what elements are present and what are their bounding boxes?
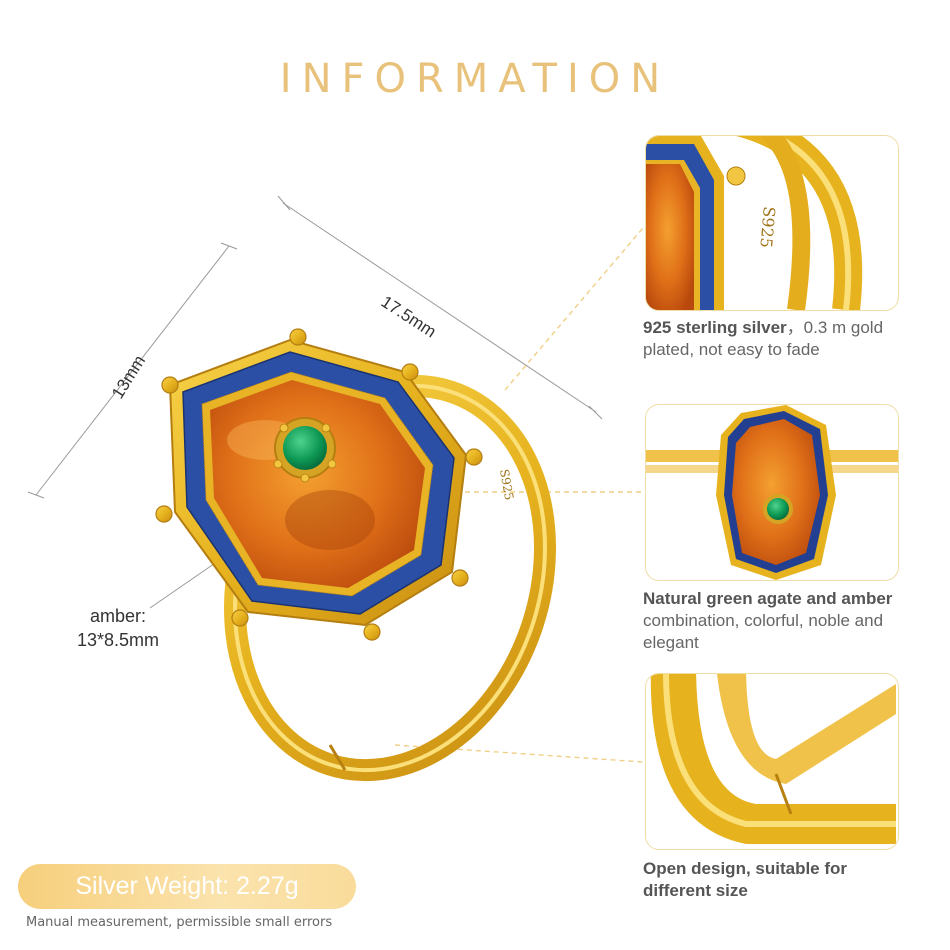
feature-open-text: Open design, suitable for different size: [643, 858, 913, 902]
ring-stamp: S925: [497, 468, 516, 501]
feature-silver-bold: 925 sterling silver: [643, 318, 787, 337]
callout-lines: [375, 227, 644, 763]
ring-head-art: [155, 328, 483, 641]
measurement-note: Manual measurement, permissible small er…: [26, 915, 333, 930]
detail-image-silver: S925: [645, 135, 899, 311]
stones-closeup-art: [646, 405, 898, 580]
feature-stones-rest: combination, colorful, noble and elegant: [643, 611, 884, 652]
open-band-art: [650, 674, 896, 844]
page-title: INFORMATION: [279, 56, 671, 102]
closeup-stamp: S925: [756, 206, 779, 249]
amber-label-line2: 13*8.5mm: [76, 630, 160, 650]
feature-stones-text: Natural green agate and amber combinatio…: [643, 588, 913, 654]
feature-stones-bold: Natural green agate and amber: [643, 589, 893, 608]
feature-silver-text: 925 sterling silver，0.3 m gold plated, n…: [643, 317, 913, 361]
amber-label-line1: amber:: [89, 606, 147, 626]
dimension-lines: [27, 195, 603, 499]
detail-image-stones: [645, 404, 899, 581]
feature-open-bold: Open design, suitable for different size: [643, 859, 848, 900]
feature-silver-rest: ，0.3 m gold plated, not easy to fade: [643, 318, 884, 359]
silver-weight-badge: Silver Weight: 2.27g: [18, 864, 356, 909]
amber-size-label: amber: 13*8.5mm: [58, 604, 178, 652]
silver-closeup-art: S925: [646, 136, 863, 310]
detail-image-open-band: [645, 673, 899, 850]
